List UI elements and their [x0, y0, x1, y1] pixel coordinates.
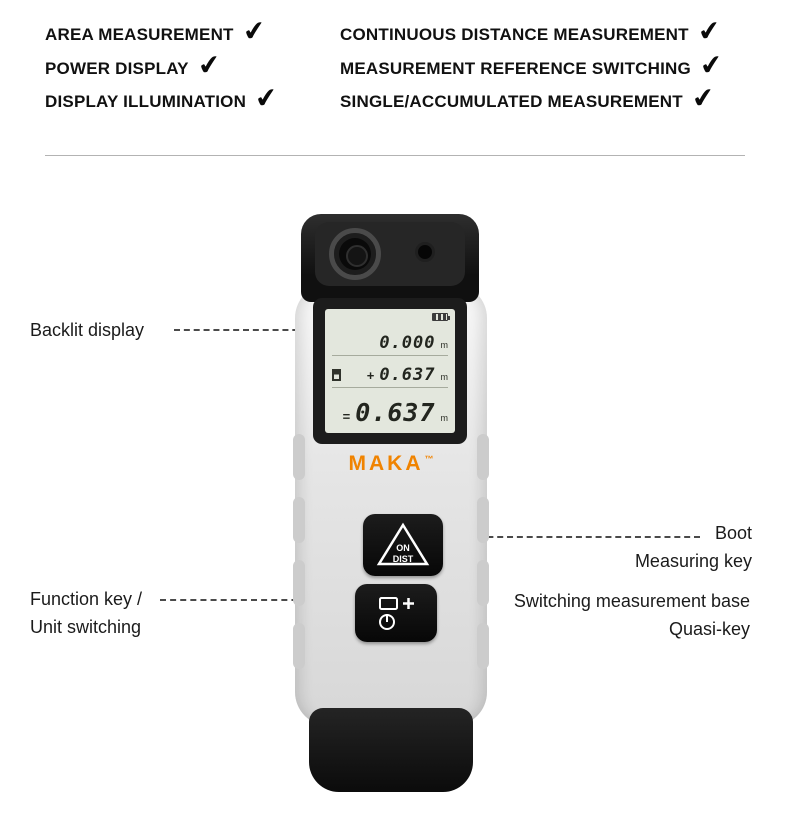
checkmark-icon: ✔	[253, 81, 280, 115]
callout-label: Boot	[714, 523, 752, 543]
callout-label: Quasi-key	[668, 619, 750, 639]
grip-notch	[293, 623, 305, 669]
callout-label: Switching measurement base	[513, 591, 750, 611]
leader-line-boot	[448, 536, 700, 538]
grip-notch	[477, 560, 489, 606]
callout-label: Function key /	[30, 589, 143, 609]
lcd-value: 0.000	[379, 332, 436, 353]
lcd-unit: m	[440, 339, 449, 350]
lcd-row-3: = 0.637 m	[332, 398, 448, 427]
battery-icon	[432, 313, 450, 321]
callout-switching-base: Switching measurement base Quasi-key	[514, 587, 750, 643]
grip-notch	[477, 497, 489, 543]
callout-label: Unit switching	[30, 617, 142, 637]
plus-icon	[403, 598, 414, 609]
lcd-status-row	[332, 313, 450, 323]
lcd-row-1: 0.000 m	[332, 333, 448, 356]
lcd-unit: m	[440, 372, 449, 383]
feature-label: CONTINUOUS DISTANCE MEASUREMENT	[340, 25, 689, 44]
function-button-icons	[379, 597, 414, 630]
checkmark-icon: ✔	[240, 14, 268, 48]
feature-item-area-measurement: AREA MEASUREMENT ✔	[45, 14, 267, 48]
callout-function-key: Function key / Unit switching	[30, 585, 142, 641]
lcd-unit: m	[440, 412, 449, 423]
laser-distance-meter: 0.000 m + 0.637 m = 0.637 m MAKA™	[293, 200, 489, 800]
lcd-operator: +	[366, 368, 375, 384]
trademark-symbol: ™	[424, 454, 434, 464]
feature-label: AREA MEASUREMENT	[45, 25, 234, 44]
checkmark-icon: ✔	[195, 48, 223, 82]
laser-aperture-icon	[415, 242, 435, 262]
display-icon	[379, 597, 398, 610]
lcd-value: 0.637	[355, 397, 436, 427]
feature-item-single-accumulated: SINGLE/ACCUMULATED MEASUREMENT ✔	[340, 81, 716, 115]
checkmark-icon: ✔	[690, 81, 717, 115]
feature-label: POWER DISPLAY	[45, 59, 189, 78]
grip-notch	[477, 434, 489, 480]
callout-label: Backlit display	[30, 320, 145, 340]
leader-line-function-key	[160, 599, 348, 601]
checkmark-icon: ✔	[698, 48, 725, 82]
checkmark-icon: ✔	[695, 14, 723, 48]
feature-item-display-illumination: DISPLAY ILLUMINATION ✔	[45, 81, 280, 115]
feature-label: DISPLAY ILLUMINATION	[45, 92, 247, 111]
lcd-value: 0.637	[379, 365, 436, 386]
function-button	[355, 584, 437, 642]
feature-label: MEASUREMENT REFERENCE SWITCHING	[340, 59, 691, 78]
lens-recess	[315, 222, 465, 286]
callout-label: Measuring key	[634, 551, 752, 571]
lcd-screen: 0.000 m + 0.637 m = 0.637 m	[325, 309, 455, 433]
callout-backlit-display: Backlit display	[30, 316, 144, 344]
grip-notch	[293, 434, 305, 480]
reference-base-icon	[332, 369, 341, 382]
feature-label: SINGLE/ACCUMULATED MEASUREMENT	[340, 92, 683, 111]
lcd-operator: =	[342, 408, 351, 424]
feature-item-reference-switching: MEASUREMENT REFERENCE SWITCHING ✔	[340, 48, 725, 82]
on-dist-triangle-icon: ON DIST	[376, 522, 430, 566]
brand-text: MAKA	[348, 452, 424, 475]
feature-item-continuous-distance: CONTINUOUS DISTANCE MEASUREMENT ✔	[340, 14, 722, 48]
brand-logo: MAKA™	[293, 452, 489, 476]
feature-item-power-display: POWER DISPLAY ✔	[45, 48, 222, 82]
grip-notch	[293, 560, 305, 606]
callout-boot-measuring-key: Boot Measuring key	[635, 519, 752, 575]
display-bezel: 0.000 m + 0.637 m = 0.637 m	[313, 298, 467, 444]
lcd-row-2: + 0.637 m	[332, 365, 449, 389]
laser-lens-icon	[329, 228, 381, 280]
section-divider	[45, 155, 745, 156]
leader-line-backlit	[174, 329, 318, 331]
measure-button: ON DIST	[363, 514, 443, 576]
grip-notch	[293, 497, 305, 543]
measure-button-line1: ON	[396, 543, 410, 553]
device-top-cap	[301, 214, 479, 302]
measure-button-line2: DIST	[393, 554, 414, 564]
grip-notch	[477, 623, 489, 669]
device-base	[309, 708, 473, 792]
